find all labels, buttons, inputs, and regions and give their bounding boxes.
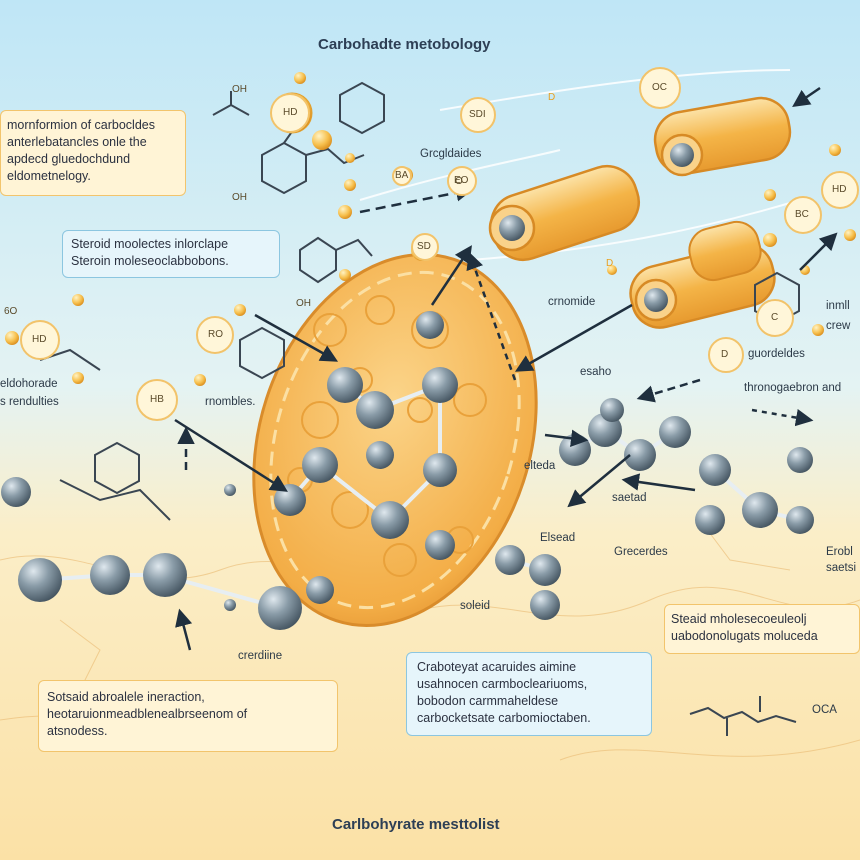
- label-estaho: esaho: [580, 366, 612, 378]
- label-grcgldaldes: Grcgldaides: [420, 148, 482, 160]
- diagram-title: Carbohadte metobology: [318, 36, 491, 53]
- callout-steroid: Steroid moolectes inlorclape Steroin mol…: [62, 230, 280, 278]
- callout-line: anterlebatancles onle the: [7, 135, 147, 149]
- label-rendulties: s rendulties: [0, 396, 59, 408]
- callout-line: Steaid mholesecoeuleolj: [671, 612, 807, 626]
- grey-spheres: [1, 311, 814, 630]
- tag-hd-left: HD: [32, 334, 47, 345]
- label-guordeldes: guordeldes: [748, 348, 805, 360]
- callout-right: Steaid mholesecoeuleolj uabodonolugats m…: [664, 604, 860, 654]
- callout-line: usahnocen carmbocleariuoms,: [417, 677, 588, 691]
- label-saetsi: saetsi: [826, 562, 857, 574]
- label-rnombles: rnombles.: [205, 396, 256, 408]
- callout-line: atsnodess.: [47, 724, 108, 738]
- tag-sd: SD: [417, 241, 431, 252]
- flow-arrows: [174, 86, 838, 651]
- label-crerdiine: crerdiine: [238, 650, 283, 662]
- callout-line: carbocketsate carbomioctaben.: [417, 711, 591, 725]
- capsule-tube-1: [488, 164, 640, 262]
- callout-line: mornformion of carbocldes: [7, 118, 155, 132]
- tag-c: C: [771, 312, 779, 323]
- label-eldohorade: eldohorade: [0, 378, 58, 390]
- label-grecerdes: Grecerdes: [614, 546, 668, 558]
- label-ester-end: OCA: [812, 704, 837, 716]
- tag-bc: BC: [795, 209, 809, 220]
- tag-o1: O: [455, 176, 463, 187]
- callout-line: bobodon carmmaheldese: [417, 694, 559, 708]
- callout-line: heotaruionmeadblenealbrseenom of: [47, 707, 248, 721]
- capsule-tube-4: [688, 220, 762, 282]
- tag-ba: BA: [395, 170, 409, 181]
- tag-circles: [20, 67, 859, 421]
- label-erobl: Erobl: [826, 546, 853, 558]
- tag-eo: EO: [454, 175, 469, 186]
- label-saetad: saetad: [612, 492, 647, 504]
- tag-d1: D: [548, 92, 556, 103]
- callout-line: Craboteyat acaruides aimine: [417, 660, 577, 674]
- callout-line: Sotsaid abroalele ineraction,: [47, 690, 205, 704]
- label-elteda: elteda: [524, 460, 556, 472]
- callout-line: uabodonolugats moluceda: [671, 629, 818, 643]
- tag-hb: HB: [150, 394, 164, 405]
- label-elsead: Elsead: [540, 532, 576, 544]
- tag-ro: RO: [208, 329, 223, 340]
- tag-sdi: SDI: [469, 109, 486, 120]
- label-crew: crew: [826, 320, 851, 332]
- tag-oh-4: OH: [296, 298, 311, 309]
- tag-oh-3: 6O: [4, 306, 18, 317]
- tag-d3: D: [721, 349, 729, 360]
- callout-bottom-center: Craboteyat acaruides aimine usahnocen ca…: [406, 652, 652, 736]
- callout-line: eldometnelogy.: [7, 169, 91, 183]
- tag-hd-top: HD: [283, 107, 298, 118]
- label-soleid: soleid: [460, 600, 491, 612]
- callout-line: Steroid moolectes inlorclape: [71, 237, 229, 251]
- label-inml: inmll: [826, 300, 850, 312]
- tag-oc: OC: [652, 82, 667, 93]
- label-throneogeon: thronogaebron and: [744, 382, 842, 394]
- callout-line: Steroin moleseoclabbobons.: [71, 254, 229, 268]
- diagram-footer-title: Carlbohyrate mesttolist: [332, 816, 500, 833]
- tag-oh-1: OH: [232, 84, 247, 95]
- label-crnomide: crnomide: [548, 296, 596, 308]
- callout-bottom-left: Sotsaid abroalele ineraction, heotaruion…: [38, 680, 338, 752]
- capsule-tube-2: [653, 96, 792, 177]
- tag-oh-2: OH: [232, 192, 247, 203]
- tag-hd-right: HD: [832, 184, 847, 195]
- tag-d2: D: [606, 258, 614, 269]
- callout-line: apdecd gluedochdund: [7, 152, 131, 166]
- callout-top-left: mornformion of carbocldes anterlebatancl…: [0, 110, 186, 196]
